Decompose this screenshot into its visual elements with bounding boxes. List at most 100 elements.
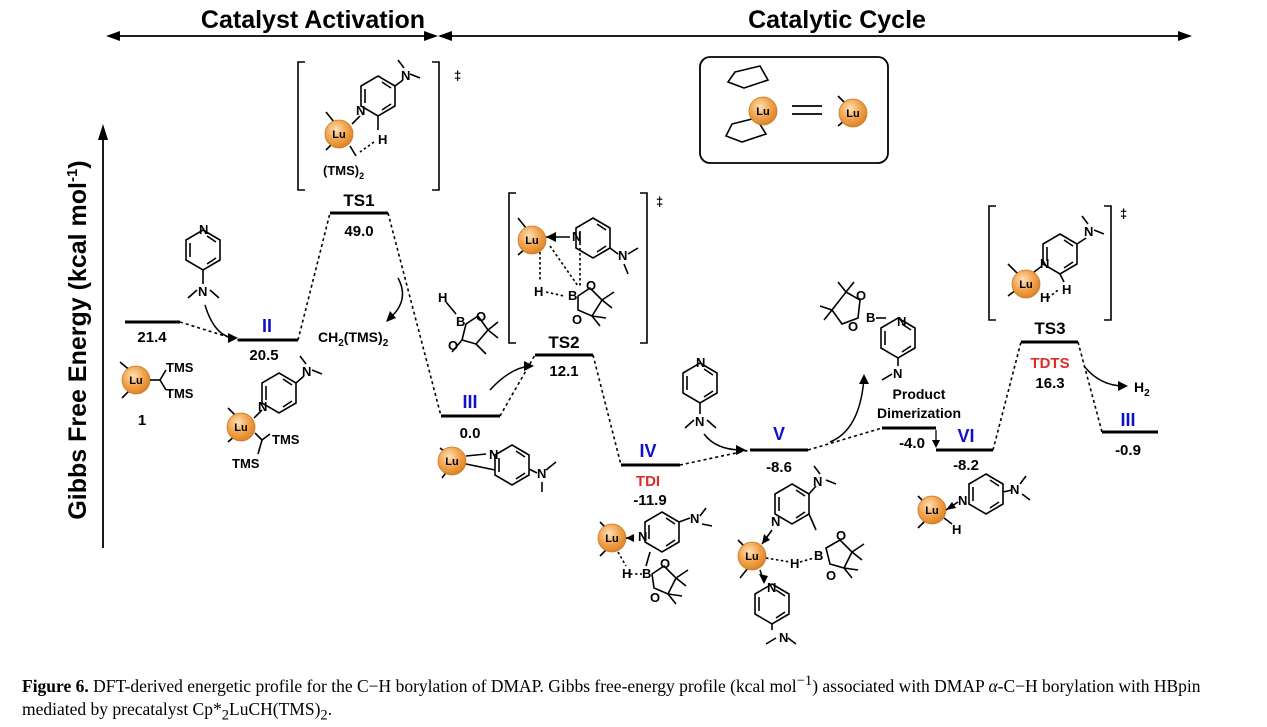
- lu-ball-icon: [517, 225, 547, 255]
- svg-text:B: B: [814, 548, 823, 563]
- catalyst-activation-title: Catalyst Activation: [201, 6, 425, 34]
- svg-text:N: N: [489, 447, 498, 462]
- svg-text:O: O: [448, 338, 458, 353]
- svg-text:H: H: [1062, 282, 1071, 297]
- energy-TS1: 49.0: [344, 223, 373, 240]
- svg-text:O: O: [848, 319, 858, 334]
- tag-TDTS: TDTS: [1030, 355, 1069, 372]
- svg-text:N: N: [690, 511, 699, 526]
- structure-1: TMS TMS: [119, 360, 194, 401]
- svg-text:N: N: [638, 529, 647, 544]
- legend-box: [699, 56, 889, 164]
- label-V: V: [773, 424, 785, 444]
- svg-text:O: O: [856, 288, 866, 303]
- label-TS1: TS1: [343, 191, 374, 210]
- label-TS2: TS2: [548, 333, 579, 352]
- energy-V: -8.6: [766, 459, 792, 476]
- label-IV: IV: [639, 441, 656, 461]
- figure-label: Figure 6.: [22, 675, 89, 696]
- energy-III: 0.0: [460, 425, 481, 442]
- lu-ball-icon: [737, 541, 767, 571]
- energy-IV: -11.9: [633, 492, 666, 509]
- tag-TDI: TDI: [636, 473, 660, 490]
- catalytic-cycle-title: Catalytic Cycle: [748, 6, 926, 34]
- label-1: 1: [138, 412, 146, 429]
- structure-TS1: ‡ N N H (TMS)2: [297, 59, 461, 191]
- svg-text:H: H: [438, 290, 447, 305]
- ch2tms2-release: CH2(TMS)2: [318, 277, 404, 349]
- svg-text:O: O: [836, 528, 846, 543]
- lu-ball-icon: [917, 495, 947, 525]
- figure-caption: Figure 6. DFT-derived energetic profile …: [22, 673, 1201, 724]
- svg-text:N: N: [401, 68, 410, 83]
- svg-text:‡: ‡: [656, 194, 663, 209]
- svg-text:N: N: [771, 514, 780, 529]
- label-VI: VI: [957, 426, 974, 446]
- svg-text:N: N: [1084, 224, 1093, 239]
- label-II: II: [262, 316, 272, 336]
- y-axis-label: Gibbs Free Energy (kcal mol-1): [64, 160, 92, 519]
- svg-text:N: N: [958, 493, 967, 508]
- section-header-cycle: Catalytic Cycle: [438, 6, 1192, 41]
- svg-text:N: N: [779, 630, 788, 645]
- lu-ball-icon: [748, 96, 778, 126]
- svg-text:H: H: [534, 284, 543, 299]
- energy-TS3: 16.3: [1035, 375, 1064, 392]
- svg-text:TMS: TMS: [166, 386, 194, 401]
- structure-hbpin: H B O O: [438, 290, 534, 391]
- svg-text:H: H: [952, 522, 961, 537]
- svg-text:O: O: [826, 568, 836, 583]
- structure-TS3: ‡ N N H H: [988, 205, 1127, 321]
- svg-text:TMS: TMS: [272, 432, 300, 447]
- svg-text:O: O: [586, 278, 596, 293]
- svg-text:N: N: [897, 314, 906, 329]
- svg-text:N: N: [696, 355, 705, 370]
- structure-VI: N N H: [917, 473, 1031, 537]
- lu-ball-icon: [226, 412, 256, 442]
- svg-text:N: N: [537, 466, 546, 481]
- svg-text:‡: ‡: [454, 68, 461, 83]
- svg-text:O: O: [660, 556, 670, 571]
- svg-text:N: N: [1040, 256, 1049, 271]
- label-TS3: TS3: [1034, 319, 1065, 338]
- svg-text:H: H: [378, 132, 387, 147]
- svg-text:B: B: [642, 566, 651, 581]
- svg-text:TMS: TMS: [232, 456, 260, 471]
- svg-text:B: B: [456, 314, 465, 329]
- section-header-activation: Catalyst Activation: [106, 6, 438, 41]
- dimerization-drop-arrow: [932, 430, 940, 448]
- svg-text:N: N: [618, 248, 627, 263]
- ts1-tms2: (TMS)2: [323, 163, 364, 181]
- svg-text:H: H: [622, 566, 631, 581]
- svg-text:N: N: [198, 284, 207, 299]
- label-dimerization: Dimerization: [877, 405, 961, 421]
- h2-release: H2: [1083, 365, 1150, 399]
- svg-text:N: N: [767, 580, 776, 595]
- structure-II: N N TMS TMS: [226, 355, 323, 471]
- label-III: III: [462, 392, 477, 412]
- svg-text:H: H: [1040, 290, 1049, 305]
- svg-text:N: N: [893, 366, 902, 381]
- energy-TS2: 12.1: [549, 363, 578, 380]
- lu-ball-icon: [437, 446, 467, 476]
- lu-ball-icon: [597, 523, 627, 553]
- energy-1: 21.4: [137, 329, 167, 346]
- structure-V: N N H B O O N N: [737, 465, 865, 645]
- svg-text:N: N: [302, 364, 311, 379]
- lu-ball-icon: [121, 365, 151, 395]
- svg-text:N: N: [572, 229, 581, 244]
- structure-TS2: ‡ N N H B O O: [508, 192, 663, 344]
- svg-text:O: O: [650, 590, 660, 605]
- energy-product-dimerization: -4.0: [899, 435, 925, 452]
- energy-VI: -8.2: [953, 457, 979, 474]
- svg-text:TMS: TMS: [166, 360, 194, 375]
- y-axis: Gibbs Free Energy (kcal mol-1): [64, 124, 108, 548]
- svg-text:H: H: [790, 556, 799, 571]
- svg-text:O: O: [476, 309, 486, 324]
- svg-text:‡: ‡: [1120, 206, 1127, 221]
- svg-text:N: N: [813, 474, 822, 489]
- ch2tms2-label: CH2(TMS)2: [318, 329, 389, 349]
- svg-text:N: N: [1010, 482, 1019, 497]
- label-III-end: III: [1120, 410, 1135, 430]
